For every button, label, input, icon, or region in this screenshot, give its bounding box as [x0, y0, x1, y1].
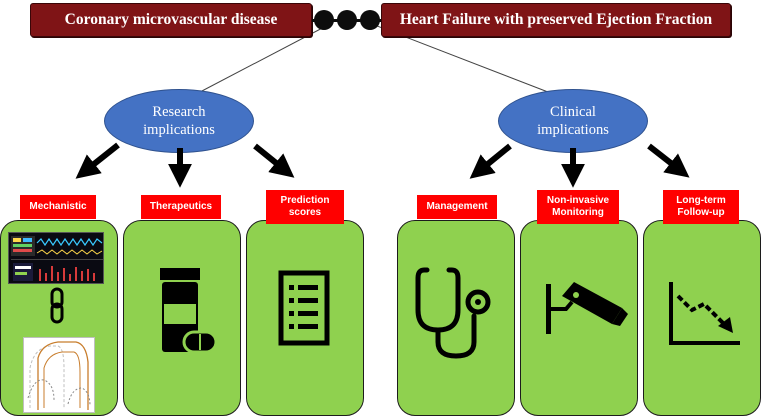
tag-management-line1: Management [426, 201, 488, 212]
pressure-volume-plot-icon [23, 337, 95, 413]
arrow-management [469, 143, 512, 179]
chain-dot-3 [360, 10, 380, 30]
arrow-mechanistic [75, 142, 120, 179]
title-left-text: Coronary microvascular disease [64, 11, 278, 28]
monitor-traces [11, 236, 103, 281]
tag-mechanistic: Mechanistic [20, 195, 96, 219]
tag-therapeutics: Therapeutics [141, 195, 221, 219]
tag-therapeutics-line1: Therapeutics [149, 201, 213, 212]
clinical-line2: implications [537, 122, 609, 138]
tag-long-term-follow-up: Long-term Follow-up [663, 190, 739, 224]
research-implications-ellipse: Research implications [104, 89, 254, 153]
tag-prediction-scores: Prediction scores [266, 190, 344, 224]
tag-management: Management [417, 195, 497, 219]
tag-non-invasive-monitoring: Non-invasive Monitoring [537, 190, 619, 224]
tag-prediction-line1: Prediction [280, 195, 330, 206]
monitor-screen-icon [8, 232, 104, 284]
research-line1: Research [152, 104, 206, 120]
tag-monitoring-line1: Non-invasive [546, 195, 610, 206]
card-prediction-scores [246, 220, 364, 416]
clinical-line1: Clinical [550, 104, 596, 120]
tag-monitoring-line2: Monitoring [552, 207, 604, 218]
title-right-text: Heart Failure with preserved Ejection Fr… [399, 11, 713, 28]
chain-dot-1 [314, 10, 334, 30]
tag-mechanistic-line1: Mechanistic [29, 201, 87, 212]
clinical-implications-ellipse: Clinical implications [498, 89, 648, 153]
arrow-prediction [253, 143, 295, 178]
title-hfpef: Heart Failure with preserved Ejection Fr… [381, 3, 731, 37]
plot-curves [27, 341, 91, 410]
tag-prediction-line2: scores [288, 207, 322, 218]
card-long-term-follow-up [643, 220, 761, 416]
title-coronary-microvascular-disease: Coronary microvascular disease [30, 3, 312, 37]
chain-dot-2 [337, 10, 357, 30]
tag-followup-line2: Follow-up [677, 207, 725, 218]
research-line2: implications [143, 122, 215, 138]
tag-followup-line1: Long-term [676, 195, 726, 206]
arrow-followup [647, 143, 690, 178]
